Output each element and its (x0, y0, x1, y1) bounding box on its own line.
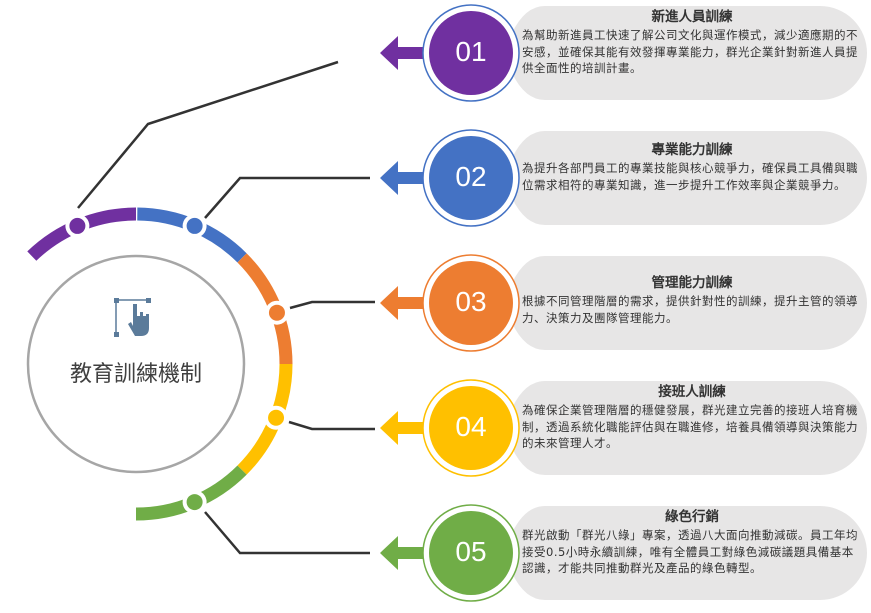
bubble-background (505, 506, 867, 600)
step-badge-04 (380, 379, 867, 477)
step-number: 04 (455, 411, 487, 442)
segmented-ring (27, 207, 293, 521)
ring-dot-3 (268, 304, 285, 321)
step-number: 01 (455, 36, 487, 67)
step-title: 接班人訓練 (658, 384, 726, 400)
step-card-03: 管理能力訓練根據不同管理階層的需求，提供針對性的訓練，提升主管的領導力、決策力及… (522, 271, 862, 326)
step-number: 02 (455, 161, 487, 192)
step-description: 群光啟動「群光八綠」專案，透過八大面向推動減碳。員工年均接受0.5小時永續訓練，… (522, 528, 858, 575)
arrow-left-icon (380, 536, 440, 570)
arrow-left-icon (380, 161, 440, 195)
step-title: 綠色行銷 (665, 509, 719, 525)
ring-dot-1 (69, 217, 86, 234)
center-circle (26, 254, 246, 474)
step-badge-05 (380, 504, 867, 602)
step-badge-03 (380, 254, 867, 352)
arrow-left-icon (380, 286, 440, 320)
step-description: 為提升各部門員工的專業技能與核心競爭力，確保員工具備與職位需求相符的專業知識，進… (522, 161, 858, 192)
connector-line-04 (288, 420, 375, 431)
step-description: 為確保企業管理階層的穩健發展，群光建立完善的接班人培育機制，透過系統化職能評估與… (522, 403, 858, 450)
connector-line-03 (289, 300, 375, 310)
touch-select-icon (114, 298, 151, 337)
connector-line-02 (204, 176, 370, 219)
step-number: 03 (455, 286, 487, 317)
step-card-05: 綠色行銷群光啟動「群光八綠」專案，透過八大面向推動減碳。員工年均接受0.5小時永… (522, 505, 862, 577)
step-badge-01 (380, 4, 867, 102)
step-title: 專業能力訓練 (651, 142, 733, 158)
connector-line-05 (204, 511, 370, 555)
bubble-background (505, 256, 867, 350)
step-card-02: 專業能力訓練為提升各部門員工的專業技能與核心競爭力，確保員工具備與職位需求相符的… (522, 138, 862, 193)
connector-line-01 (77, 60, 339, 209)
ring-dot-2 (186, 217, 203, 234)
step-title: 管理能力訓練 (651, 275, 733, 291)
arrow-left-icon (380, 411, 440, 445)
step-number: 05 (455, 536, 487, 567)
connector-lines (77, 60, 375, 555)
step-title: 新進人員訓練 (651, 9, 733, 25)
bubble-background (505, 381, 867, 475)
step-card-01: 新進人員訓練為幫助新進員工快速了解公司文化與運作模式，減少適應期的不安感，並確保… (522, 5, 862, 77)
bubble-background (505, 6, 867, 100)
step-card-04: 接班人訓練為確保企業管理階層的穩健發展，群光建立完善的接班人培育機制，透過系統化… (522, 380, 862, 452)
step-description: 為幫助新進員工快速了解公司文化與運作模式，減少適應期的不安感，並確保其能有效發揮… (522, 28, 858, 75)
step-description: 根據不同管理階層的需求，提供針對性的訓練，提升主管的領導力、決策力及團隊管理能力… (522, 294, 858, 325)
ring-dot-5 (186, 494, 203, 511)
bubble-background (505, 131, 867, 225)
arrow-left-icon (380, 36, 440, 70)
step-badge-02 (380, 129, 867, 227)
ring-dot-4 (268, 409, 285, 426)
center-title: 教育訓練機制 (69, 362, 202, 387)
